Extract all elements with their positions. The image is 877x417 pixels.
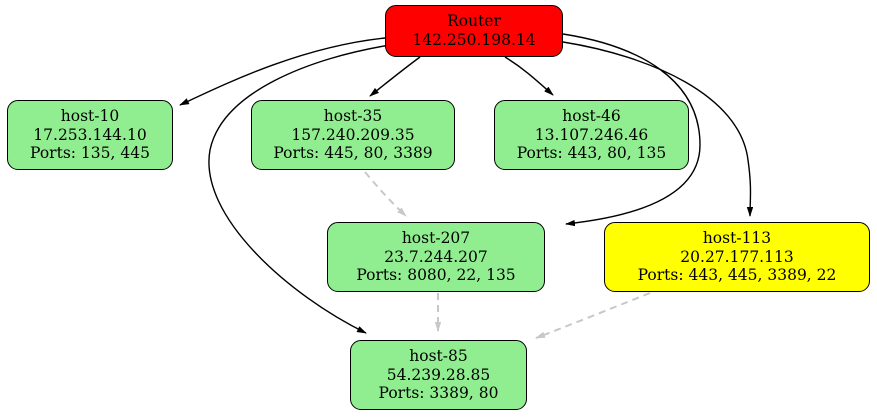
edge-host-35-to-host-207: [364, 171, 407, 217]
node-host-85[interactable]: host-85 54.239.28.85 Ports: 3389, 80: [350, 340, 527, 410]
node-host-10-ports: Ports: 135, 445: [30, 144, 150, 163]
node-host-10-name: host-10: [60, 106, 120, 125]
node-host-46-ports: Ports: 443, 80, 135: [516, 144, 667, 163]
node-router[interactable]: Router 142.250.198.14: [385, 5, 563, 57]
node-host-113-ports: Ports: 443, 445, 3389, 22: [637, 266, 837, 285]
edge-host-113-to-host-85: [535, 292, 651, 339]
node-host-85-name: host-85: [409, 346, 468, 365]
edge-router-to-host-113: [562, 41, 754, 217]
node-router-name: Router: [447, 12, 501, 31]
node-host-113[interactable]: host-113 20.27.177.113 Ports: 443, 445, …: [604, 222, 870, 292]
node-host-46-ip: 13.107.246.46: [534, 125, 649, 144]
node-host-207[interactable]: host-207 23.7.244.207 Ports: 8080, 22, 1…: [327, 222, 545, 292]
edge-router-to-host-10: [179, 37, 386, 106]
node-host-113-name: host-113: [702, 228, 772, 247]
node-host-207-ip: 23.7.244.207: [384, 247, 488, 266]
node-host-35-name: host-35: [323, 106, 383, 125]
node-host-35-ip: 157.240.209.35: [291, 125, 415, 144]
edge-router-to-host-46: [504, 56, 554, 96]
node-host-35-ports: Ports: 445, 80, 3389: [273, 144, 433, 163]
node-host-10[interactable]: host-10 17.253.144.10 Ports: 135, 445: [7, 100, 173, 170]
node-host-113-ip: 20.27.177.113: [680, 247, 794, 266]
node-host-46-name: host-46: [562, 106, 621, 125]
edge-router-to-host-85: [208, 44, 391, 334]
node-host-85-ports: Ports: 3389, 80: [378, 384, 499, 403]
node-router-ip: 142.250.198.14: [412, 31, 536, 49]
node-host-207-ports: Ports: 8080, 22, 135: [356, 266, 516, 285]
edge-router-to-host-35: [369, 56, 421, 97]
node-host-85-ip: 54.239.28.85: [386, 365, 491, 384]
node-host-35[interactable]: host-35 157.240.209.35 Ports: 445, 80, 3…: [251, 100, 455, 170]
node-host-46[interactable]: host-46 13.107.246.46 Ports: 443, 80, 13…: [494, 100, 689, 170]
node-host-10-ip: 17.253.144.10: [33, 125, 147, 144]
node-host-207-name: host-207: [401, 228, 471, 247]
edge-router-to-host-207: [562, 33, 701, 227]
